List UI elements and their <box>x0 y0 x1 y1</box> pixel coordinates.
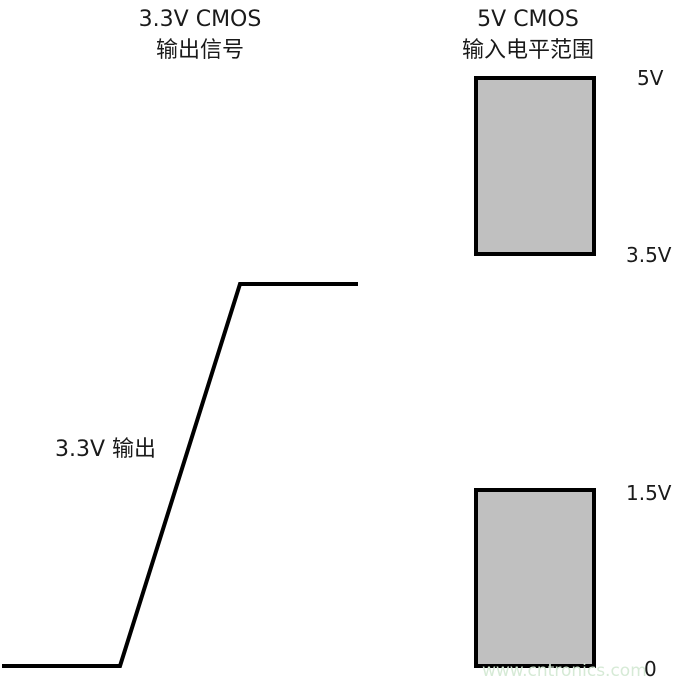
output-signal-waveform <box>2 282 358 668</box>
signal-label: 3.3V 输出 <box>55 437 156 462</box>
watermark-text: www.cntronics.com <box>482 661 647 681</box>
left-title-line1: 3.3V CMOS <box>139 7 262 32</box>
right-title-line2: 输入电平范围 <box>462 38 594 63</box>
level-label-1-5v: 1.5V <box>626 481 672 505</box>
level-label-5v: 5V <box>637 66 664 90</box>
high-input-range-box <box>474 76 596 256</box>
right-title-line1: 5V CMOS <box>477 7 579 32</box>
level-label-0: 0 <box>644 657 657 681</box>
low-input-range-box <box>474 488 596 668</box>
level-label-3-5v: 3.5V <box>626 243 672 267</box>
left-title-line2: 输出信号 <box>156 38 244 63</box>
